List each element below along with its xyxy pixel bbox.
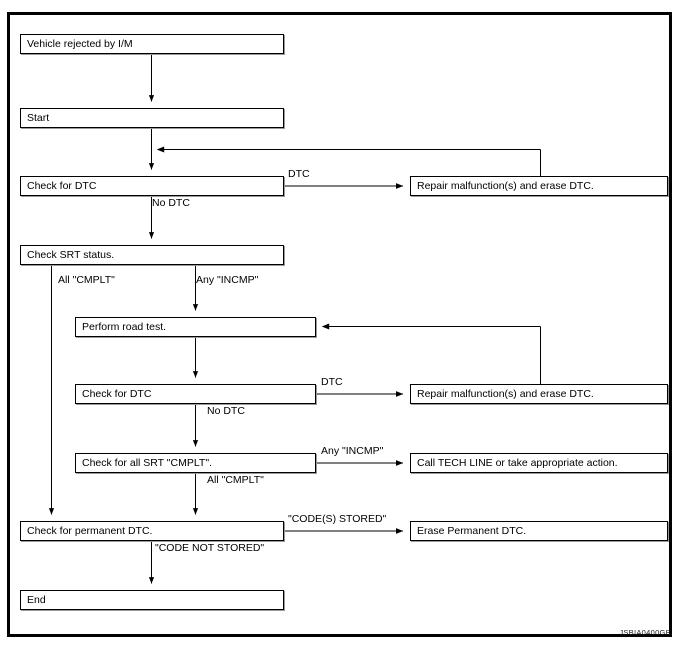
node-erase-permanent-dtc[interactable]: Erase Permanent DTC. bbox=[410, 521, 668, 541]
edge-label-code-not-stored: "CODE NOT STORED" bbox=[155, 542, 265, 554]
node-repair-malfunctions-1[interactable]: Repair malfunction(s) and erase DTC. bbox=[410, 176, 668, 196]
edge-label-dtc-2: DTC bbox=[321, 376, 343, 388]
node-start[interactable]: Start bbox=[20, 108, 284, 128]
edge-label-all-cmplt-1: All "CMPLT" bbox=[58, 274, 115, 286]
edge-label-codes-stored: "CODE(S) STORED" bbox=[288, 513, 387, 525]
edge-label-dtc-1: DTC bbox=[288, 168, 310, 180]
figure-code: JSBIA0400GB bbox=[619, 628, 671, 637]
edge-label-no-dtc-2: No DTC bbox=[207, 405, 245, 417]
node-check-dtc-1[interactable]: Check for DTC bbox=[20, 176, 284, 196]
node-check-srt-status[interactable]: Check SRT status. bbox=[20, 245, 284, 265]
node-vehicle-rejected[interactable]: Vehicle rejected by I/M bbox=[20, 34, 284, 54]
node-check-all-srt-cmplt[interactable]: Check for all SRT "CMPLT". bbox=[75, 453, 316, 473]
node-call-tech-line[interactable]: Call TECH LINE or take appropriate actio… bbox=[410, 453, 668, 473]
edge-label-all-cmplt-2: All "CMPLT" bbox=[207, 474, 264, 486]
node-repair-malfunctions-2[interactable]: Repair malfunction(s) and erase DTC. bbox=[410, 384, 668, 404]
edge-label-any-incmp-1: Any "INCMP" bbox=[196, 274, 259, 286]
node-perform-road-test[interactable]: Perform road test. bbox=[75, 317, 316, 337]
node-end[interactable]: End bbox=[20, 590, 284, 610]
node-check-dtc-2[interactable]: Check for DTC bbox=[75, 384, 316, 404]
node-check-permanent-dtc[interactable]: Check for permanent DTC. bbox=[20, 521, 284, 541]
edge-label-any-incmp-2: Any "INCMP" bbox=[321, 445, 384, 457]
edge-label-no-dtc-1: No DTC bbox=[152, 197, 190, 209]
